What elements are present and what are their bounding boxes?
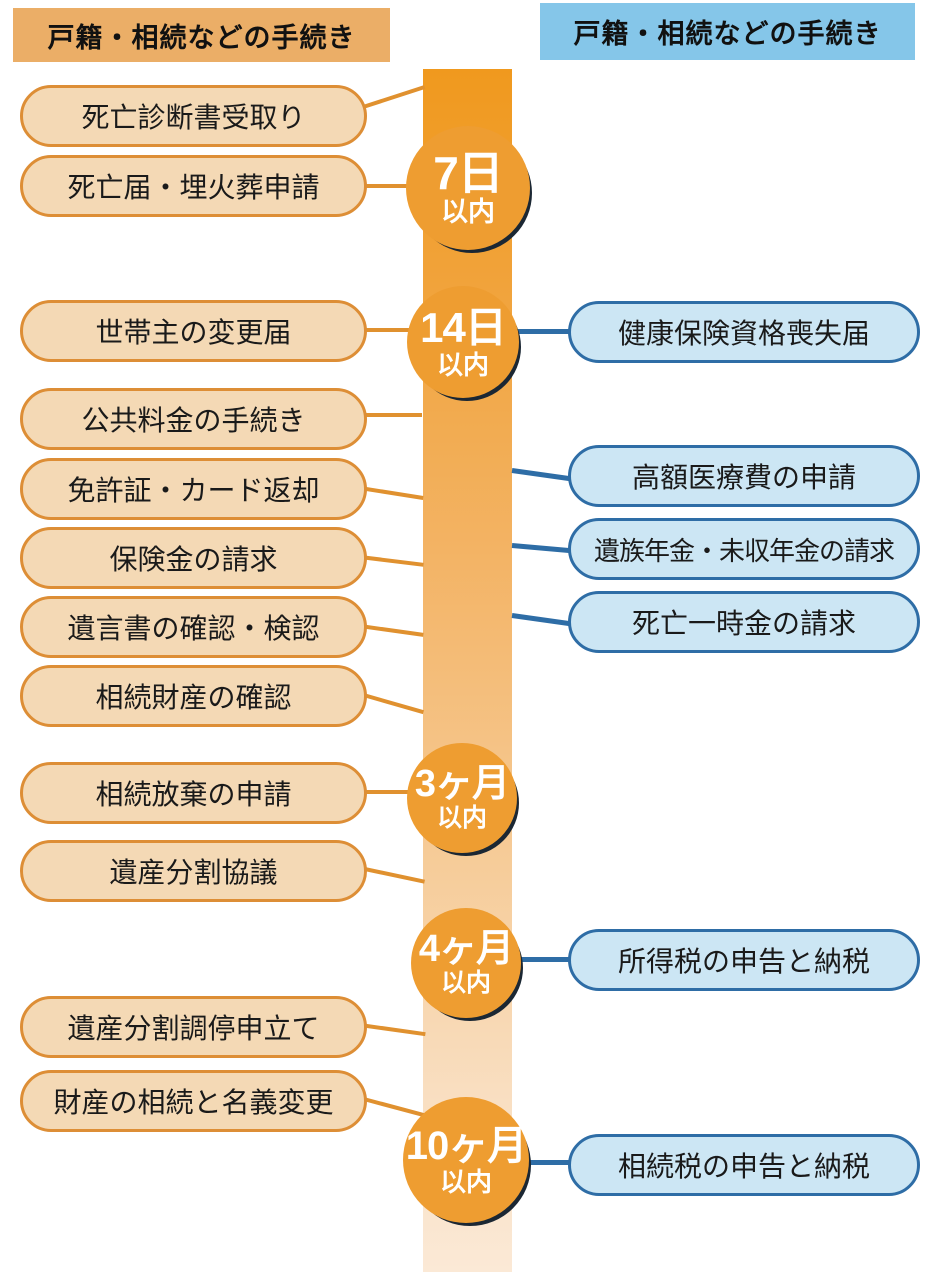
task-pill-householder-change: 世帯主の変更届 <box>20 300 367 362</box>
connector-left-12 <box>359 1096 425 1118</box>
task-label: 所得税の申告と納税 <box>617 946 870 977</box>
deadline-circle-3months: 3ヶ月 以内 <box>407 743 517 853</box>
task-label: 遺言書の確認・検認 <box>67 613 320 644</box>
task-pill-mediation-petition: 遺産分割調停申立て <box>20 996 367 1058</box>
deadline-period: 7日 <box>433 147 504 199</box>
left-column-header: 戸籍・相続などの手続き <box>13 8 390 62</box>
task-label: 相続税の申告と納税 <box>617 1151 870 1182</box>
task-label: 公共料金の手続き <box>81 405 306 436</box>
task-label: 相続財産の確認 <box>95 682 292 713</box>
task-pill-insurance-claim: 保険金の請求 <box>20 527 367 589</box>
task-pill-inheritance-tax-filing: 相続税の申告と納税 <box>568 1134 920 1196</box>
deadline-period: 3ヶ月 <box>414 763 510 805</box>
task-pill-survivor-pension: 遺族年金・未収年金の請求 <box>568 518 920 580</box>
deadline-suffix: 以内 <box>436 349 489 380</box>
connector-left-6 <box>359 555 424 567</box>
connector-left-5 <box>359 486 424 500</box>
task-label: 保険金の請求 <box>109 544 278 575</box>
task-pill-utilities: 公共料金の手続き <box>20 388 367 450</box>
task-label: 世帯主の変更届 <box>95 317 292 348</box>
deadline-suffix: 以内 <box>436 804 487 832</box>
connector-right-5 <box>516 957 572 962</box>
right-column-header-label: 戸籍・相続などの手続き <box>573 19 882 49</box>
task-label: 死亡一時金の請求 <box>631 608 856 639</box>
connector-right-2 <box>511 468 572 482</box>
connector-left-9 <box>360 790 412 794</box>
timeline-bar <box>423 69 512 1272</box>
connector-right-6 <box>522 1160 572 1165</box>
deadline-circle-14days: 14日 以内 <box>407 286 519 398</box>
task-pill-inheritance-renunciation: 相続放棄の申請 <box>20 762 367 824</box>
deadline-suffix: 以内 <box>439 1166 492 1197</box>
connector-left-11 <box>359 1023 426 1037</box>
connector-right-4 <box>511 613 572 627</box>
task-pill-high-medical-expense: 高額医療費の申請 <box>568 445 920 507</box>
task-label: 死亡届・埋火葬申請 <box>67 172 320 203</box>
right-column-header: 戸籍・相続などの手続き <box>540 3 915 60</box>
deadline-period: 14日 <box>420 303 507 351</box>
task-pill-license-card-return: 免許証・カード返却 <box>20 458 367 520</box>
task-pill-name-change: 財産の相続と名義変更 <box>20 1070 367 1132</box>
task-label: 死亡診断書受取り <box>81 102 306 133</box>
connector-right-1 <box>514 329 570 334</box>
task-label: 遺産分割協議 <box>109 857 278 888</box>
deadline-circle-7days: 7日 以内 <box>406 126 530 250</box>
task-pill-death-report: 死亡届・埋火葬申請 <box>20 155 367 217</box>
connector-left-1 <box>359 85 426 110</box>
task-label: 高額医療費の申請 <box>631 462 856 493</box>
deadline-circle-4months: 4ヶ月 以内 <box>411 908 521 1018</box>
task-pill-health-insurance-loss: 健康保険資格喪失届 <box>568 301 920 363</box>
deadline-suffix: 以内 <box>440 969 491 997</box>
connector-left-2 <box>360 184 412 188</box>
left-column-header-label: 戸籍・相続などの手続き <box>47 22 356 53</box>
task-label: 財産の相続と名義変更 <box>53 1087 334 1118</box>
connector-left-4 <box>360 413 422 417</box>
task-pill-estate-division-talks: 遺産分割協議 <box>20 840 367 902</box>
task-pill-estate-confirmation: 相続財産の確認 <box>20 665 367 727</box>
connector-right-3 <box>511 543 572 554</box>
task-label: 遺産分割調停申立て <box>67 1013 320 1044</box>
deadline-suffix: 以内 <box>441 197 495 227</box>
task-label: 遺族年金・未収年金の請求 <box>593 535 895 566</box>
connector-left-8 <box>359 692 424 715</box>
task-pill-will-confirmation: 遺言書の確認・検認 <box>20 596 367 658</box>
task-pill-lump-sum-death-benefit: 死亡一時金の請求 <box>568 591 920 653</box>
task-pill-income-tax-filing: 所得税の申告と納税 <box>568 929 920 991</box>
task-label: 相続放棄の申請 <box>95 779 292 810</box>
deadline-circle-10months: 10ヶ月 以内 <box>403 1097 529 1223</box>
deadline-period: 10ヶ月 <box>405 1123 527 1168</box>
deadline-period: 4ヶ月 <box>418 928 514 970</box>
connector-left-3 <box>360 328 414 332</box>
connector-left-10 <box>359 866 425 884</box>
task-pill-death-certificate: 死亡診断書受取り <box>20 85 367 147</box>
connector-left-7 <box>359 624 424 637</box>
task-label: 健康保険資格喪失届 <box>617 318 870 349</box>
task-label: 免許証・カード返却 <box>67 475 320 506</box>
